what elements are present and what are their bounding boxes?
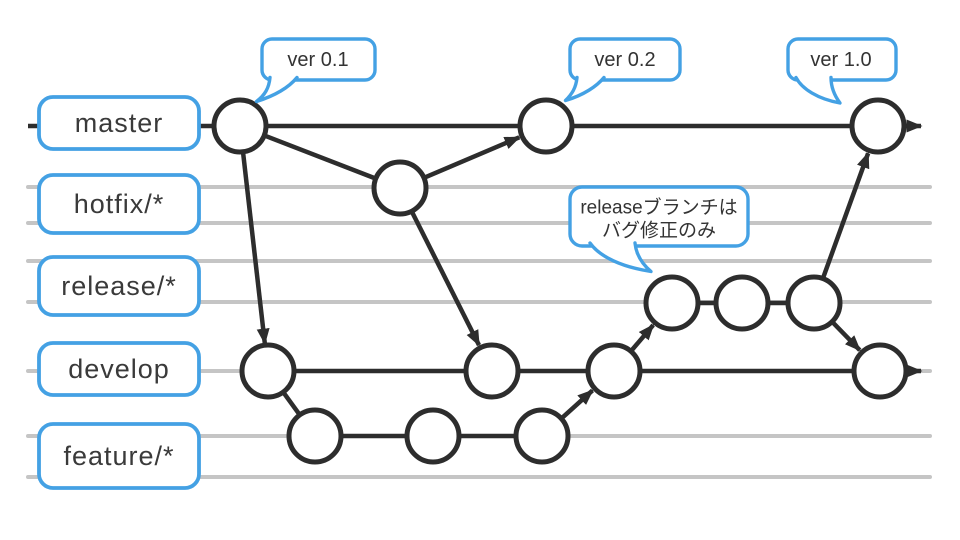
edge-master-to-develop bbox=[240, 152, 270, 345]
edge-master-to-hotfix bbox=[264, 133, 375, 180]
branch-label-master-box bbox=[37, 95, 201, 151]
edge-release-to-master bbox=[821, 151, 871, 279]
merge-edges bbox=[240, 133, 871, 420]
callouts: ver 0.1 ver 0.2 ver 1.0 releaseブランチは バグ修… bbox=[254, 37, 898, 274]
branch-label-release: release/* bbox=[37, 255, 201, 317]
callout-release-note-tail bbox=[588, 241, 653, 274]
branch-label-feature: feature/* bbox=[37, 422, 201, 490]
branch-label-develop-text: develop bbox=[68, 354, 170, 384]
commit-nodes bbox=[211, 97, 909, 465]
commit-node-release-2 bbox=[713, 274, 771, 332]
commit-node-release-1 bbox=[643, 274, 701, 332]
branch-label-release-text: release/* bbox=[61, 271, 177, 301]
callout-ver-1-0: ver 1.0 bbox=[786, 37, 898, 105]
edge-develop-to-feature bbox=[281, 391, 301, 415]
branch-label-release-box bbox=[37, 255, 201, 317]
callout-ver-0-2-text: ver 0.2 bbox=[594, 49, 655, 71]
edge-hotfix-to-develop bbox=[410, 211, 482, 347]
commit-node-hotfix-1 bbox=[371, 159, 429, 217]
commit-node-feature-2 bbox=[404, 407, 462, 465]
branch-label-develop-box bbox=[37, 341, 201, 397]
branch-label-hotfix: hotfix/* bbox=[37, 173, 201, 235]
branch-label-master-text: master bbox=[75, 108, 164, 138]
commit-node-feature-1 bbox=[286, 407, 344, 465]
commit-node-develop-2 bbox=[463, 342, 521, 400]
callout-ver-0-1: ver 0.1 bbox=[254, 37, 377, 104]
branch-label-develop: develop bbox=[37, 341, 201, 397]
callout-ver-1-0-box bbox=[786, 37, 898, 82]
callout-ver-0-1-tail bbox=[254, 75, 299, 104]
edge-hotfix-to-master bbox=[424, 135, 521, 180]
callout-ver-0-2: ver 0.2 bbox=[563, 37, 682, 103]
callout-ver-1-0-text: ver 1.0 bbox=[810, 49, 871, 71]
commit-node-develop-4 bbox=[851, 342, 909, 400]
commit-node-master-3 bbox=[849, 97, 907, 155]
branch-label-feature-box bbox=[37, 422, 201, 490]
callout-release-note-box bbox=[568, 185, 750, 248]
commit-node-release-3 bbox=[785, 274, 843, 332]
branch-label-hotfix-text: hotfix/* bbox=[74, 189, 165, 219]
callout-ver-0-2-tail bbox=[563, 75, 606, 103]
callout-release-note-line2: バグ修正のみ bbox=[602, 220, 716, 242]
callout-ver-0-1-text: ver 0.1 bbox=[287, 49, 348, 71]
branch-labels: master hotfix/* release/* develop featur… bbox=[37, 95, 201, 490]
edge-develop-to-release bbox=[629, 323, 655, 352]
callout-ver-1-0-tail bbox=[794, 75, 842, 105]
callout-release-note: releaseブランチは バグ修正のみ bbox=[568, 185, 750, 274]
commit-node-master-2 bbox=[517, 97, 575, 155]
commit-node-develop-1 bbox=[239, 342, 297, 400]
commit-node-feature-3 bbox=[513, 407, 571, 465]
commit-node-master-1 bbox=[211, 97, 269, 155]
branch-label-feature-text: feature/* bbox=[63, 441, 174, 471]
callout-ver-0-1-box bbox=[260, 37, 377, 82]
branch-label-hotfix-box bbox=[37, 173, 201, 235]
callout-ver-0-2-box bbox=[568, 37, 682, 82]
edge-release-to-develop bbox=[831, 320, 862, 352]
branch-label-master: master bbox=[37, 95, 201, 151]
commit-node-develop-3 bbox=[585, 342, 643, 400]
callout-release-note-line1: releaseブランチは bbox=[580, 196, 737, 219]
edge-feature-to-develop bbox=[560, 388, 595, 420]
